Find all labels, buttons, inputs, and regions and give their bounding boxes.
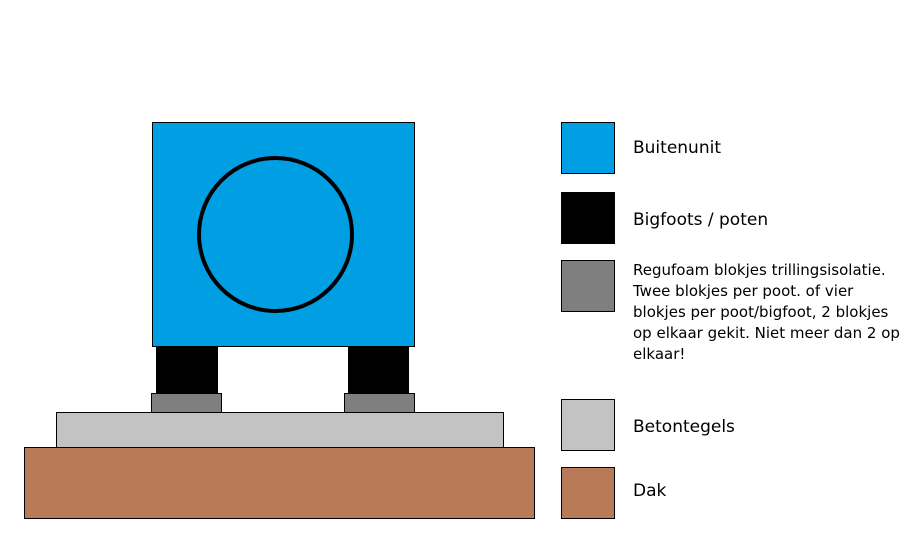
outdoor-unit (152, 122, 415, 347)
legend-label-bigfoots: Bigfoots / poten (633, 210, 769, 230)
legend-swatch-concrete-tiles (561, 399, 615, 451)
foam-pad-right (344, 393, 415, 413)
concrete-tile-slab (56, 412, 504, 448)
bigfoot-left (156, 347, 218, 394)
legend-label-concrete-tiles: Betontegels (633, 417, 735, 437)
legend-swatch-outdoor-unit (561, 122, 615, 174)
fan-circle-icon (197, 156, 354, 313)
legend-label-foam-blocks: Regufoam blokjes trillingsisolatie. Twee… (633, 261, 900, 363)
legend-label-roof: Dak (633, 481, 667, 501)
legend-label-outdoor-unit: Buitenunit (633, 138, 721, 158)
legend-swatch-bigfoots (561, 192, 615, 244)
bigfoot-right (348, 347, 409, 394)
legend-swatch-roof (561, 467, 615, 519)
foam-pad-left (151, 393, 222, 413)
legend-swatch-foam-blocks (561, 260, 615, 312)
roof-block (24, 447, 535, 519)
